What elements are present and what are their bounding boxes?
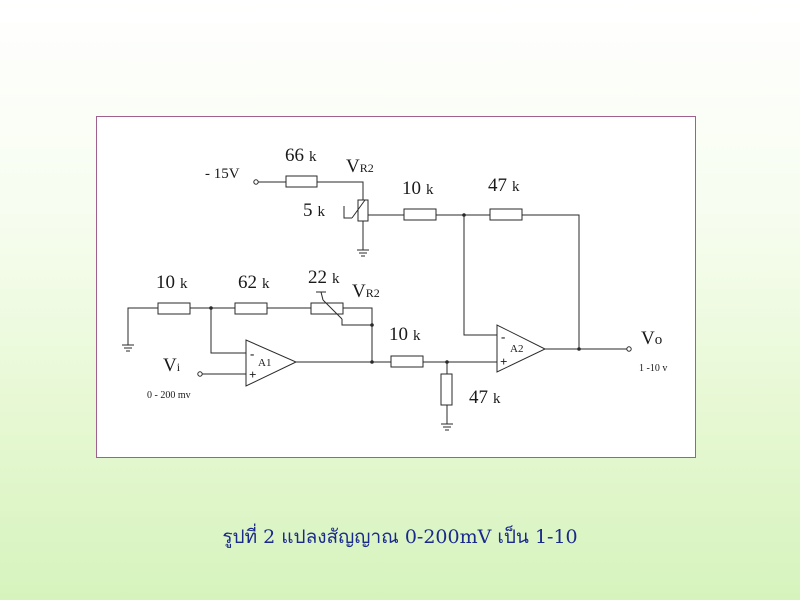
terminal-neg-supply xyxy=(253,179,259,185)
junction-dot xyxy=(209,306,213,310)
wire xyxy=(463,215,497,336)
junction-dot xyxy=(370,323,374,327)
terminal-vo xyxy=(626,346,632,352)
vr2-bottom-label: VR2 xyxy=(352,281,380,302)
resistor-66k xyxy=(285,175,318,188)
op-amp-a2-label: A2 xyxy=(510,343,523,355)
op-amp-a1: - + A1 xyxy=(245,339,298,387)
wire xyxy=(317,181,364,200)
wiper-handle-stem xyxy=(320,291,324,301)
vo-label: Vo xyxy=(641,328,662,349)
wire xyxy=(210,308,246,354)
diagram-frame xyxy=(96,116,696,458)
vr2-top-label: VR2 xyxy=(346,156,374,177)
resistors xyxy=(157,175,523,406)
potentiometer-bottom xyxy=(316,291,343,320)
terminal-vi xyxy=(197,371,203,377)
vi-range-label: 0 - 200 mv xyxy=(147,390,191,401)
wiper-handle xyxy=(343,206,352,219)
op-amp-a1-minus: - xyxy=(250,346,254,361)
junction-dot xyxy=(370,360,374,364)
ground-symbols xyxy=(122,249,453,431)
op-amp-a1-triangle xyxy=(245,339,298,387)
wire xyxy=(343,307,373,362)
wires xyxy=(127,181,627,424)
resistor-10k-bottom xyxy=(390,355,424,368)
vi-label: Vi xyxy=(163,355,181,376)
junction-dot xyxy=(462,213,466,217)
ground-icon xyxy=(357,249,369,257)
figure-caption: รูปที่ 2 แปลงสัญญาณ 0-200mV เป็น 1-10 xyxy=(222,526,578,548)
vo-range-label: 1 -10 v xyxy=(639,363,667,374)
neg-supply-label: - 15V xyxy=(205,166,240,182)
op-amp-a1-plus: + xyxy=(249,367,256,382)
wiper-arrow xyxy=(351,199,366,219)
op-amp-a2: - + A2 xyxy=(496,324,547,373)
connection-dots xyxy=(209,213,581,364)
wiper-arrow xyxy=(322,299,343,320)
wire xyxy=(522,214,580,349)
op-amp-a2-triangle xyxy=(496,324,547,373)
ground-icon xyxy=(122,344,134,352)
wire xyxy=(127,307,158,345)
junction-dot xyxy=(577,347,581,351)
terminals xyxy=(197,179,632,377)
resistor-10k-left xyxy=(157,302,191,315)
ground-icon xyxy=(441,423,453,431)
junction-dot xyxy=(445,360,449,364)
op-amp-a2-minus: - xyxy=(501,329,505,344)
op-amp-a1-label: A1 xyxy=(258,357,271,369)
potentiometer-top xyxy=(343,199,369,222)
resistor-62k xyxy=(234,302,268,315)
resistor-47k-bottom xyxy=(440,373,453,406)
op-amp-a2-plus: + xyxy=(500,354,507,369)
resistor-22k xyxy=(310,302,344,315)
wire xyxy=(341,319,372,326)
resistor-47k-top xyxy=(489,208,523,221)
resistor-10k-top xyxy=(403,208,437,221)
